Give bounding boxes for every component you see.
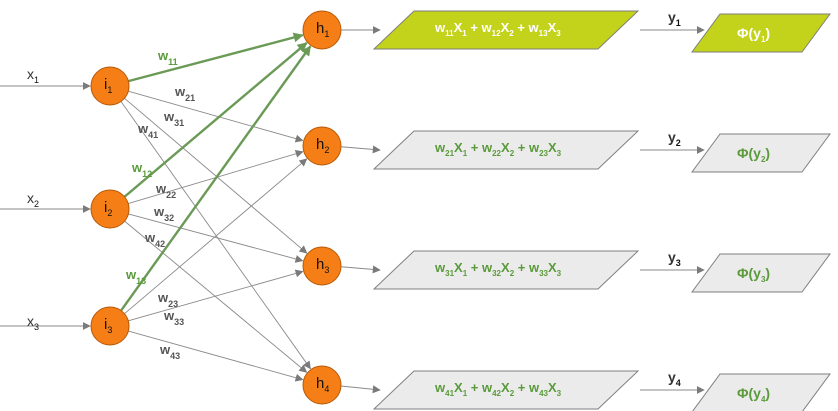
weight-label-w43: w43 (159, 342, 180, 361)
activation-box-1 (691, 13, 831, 53)
weight-label-w33: w33 (163, 308, 184, 327)
output-label-y2: y2 (668, 129, 681, 148)
hidden-node-h2-label: h2 (316, 136, 329, 155)
hidden-node-h3-label: h3 (316, 256, 329, 275)
hidden-node-h2-circle (302, 126, 342, 166)
input-label-x2: x2 (27, 190, 39, 209)
hidden-node-h4-circle (302, 365, 342, 405)
weighted-sum-text-2: w21X1 + w22X2 + w23X3 (434, 140, 562, 158)
hidden-node-h1-label: h1 (316, 20, 329, 39)
weighted-sum-box-2 (372, 130, 640, 170)
weight-label-w31: w31 (163, 109, 184, 128)
edge-w32 (128, 213, 304, 263)
sum-box-layer: w11X1 + w12X2 + w13X3 y1Φ(y1) w21X1 + w22X… (340, 9, 831, 411)
input-node-i3: i3 (90, 306, 130, 346)
hidden-node-h4: h4 (302, 365, 342, 405)
activation-text-3: Φ(y3) (737, 265, 770, 284)
activation-box-2 (691, 133, 831, 173)
input-label-x3: x3 (27, 313, 39, 332)
hidden-node-h3-circle (302, 246, 342, 286)
edge-w41 (120, 101, 311, 370)
input-label-x1: x1 (27, 66, 39, 85)
weighted-sum-box-1 (372, 10, 640, 50)
weight-label-w42: w42 (144, 230, 165, 249)
weighted-sum-text-3: w31X1 + w32X2 + w33X3 (434, 260, 562, 278)
input-node-i1-circle (90, 66, 130, 106)
weighted-sum-text-1: w11X1 + w12X2 + w13X3 (434, 20, 561, 38)
hidden-to-sum-arrow-4 (340, 385, 381, 394)
sum-row-1: w11X1 + w12X2 + w13X3 y1Φ(y1) (341, 9, 831, 53)
output-label-y4: y4 (668, 369, 681, 388)
output-label-y3: y3 (668, 249, 681, 268)
hidden-node-h1: h1 (302, 10, 342, 50)
input-node-i3-label: i3 (104, 316, 112, 335)
weight-label-w13: w13 (125, 267, 146, 286)
activation-text-2: Φ(y2) (737, 145, 770, 164)
edge-w11 (128, 32, 304, 83)
input-node-i2-circle (90, 189, 130, 229)
activation-box-3 (691, 253, 831, 293)
node-layer: x1 x2 x3 i1 i2 i3 h1 h2 h3 h4 (27, 10, 342, 405)
weighted-sum-box-3 (372, 250, 640, 290)
weight-label-w12: w12 (131, 160, 152, 179)
edge-w31 (124, 97, 308, 254)
input-node-i2-label: i2 (104, 199, 112, 218)
connection-layer (0, 32, 312, 382)
hidden-node-h4-label: h4 (316, 375, 329, 394)
sum-row-3: w31X1 + w32X2 + w33X3 y3Φ(y3) (340, 249, 831, 293)
edge-w23 (124, 158, 308, 315)
edge-w21 (128, 90, 304, 143)
input-node-i3-circle (90, 306, 130, 346)
sum-row-4: w41X1 + w42X2 + w43X3 y4Φ(y4) (340, 369, 831, 411)
weight-label-w41: w41 (137, 121, 158, 140)
edge-w33 (128, 269, 304, 322)
edge-w42 (124, 220, 308, 373)
input-node-i1-label: i1 (104, 76, 112, 95)
weight-label-w23: w23 (157, 290, 178, 309)
edge-w12 (123, 41, 308, 198)
hidden-node-h2: h2 (302, 126, 342, 166)
weight-label-w22: w22 (155, 181, 176, 200)
hidden-node-h3: h3 (302, 246, 342, 286)
input-node-i1: i1 (90, 66, 130, 106)
input-node-i2: i2 (90, 189, 130, 229)
activation-box-4 (692, 373, 831, 411)
activation-text-1: Φ(y1) (737, 25, 770, 44)
edge-w43 (128, 330, 304, 382)
sum-row-2: w21X1 + w22X2 + w23X3 y2Φ(y2) (340, 129, 831, 173)
output-label-y1: y1 (668, 9, 681, 28)
hidden-to-sum-arrow-3 (340, 265, 381, 274)
hidden-to-sum-arrow-2 (340, 145, 381, 154)
activation-text-4: Φ(y4) (737, 385, 770, 404)
weighted-sum-text-4: w41X1 + w42X2 + w43X3 (434, 380, 562, 398)
weighted-sum-box-4 (372, 370, 640, 410)
weight-label-w32: w32 (153, 204, 174, 223)
edge-w13 (120, 45, 312, 312)
weight-label-w21: w21 (174, 84, 195, 103)
weight-label-w11: w11 (157, 48, 178, 67)
